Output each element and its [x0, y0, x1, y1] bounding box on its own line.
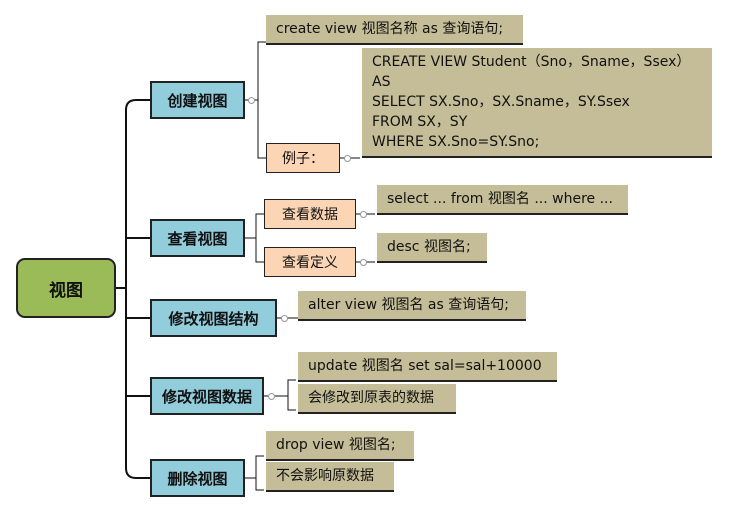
create-example-code: CREATE VIEW Student（Sno，Sname，Ssex） AS S… — [362, 48, 712, 158]
create-syntax-text: create view 视图名称 as 查询语句; — [276, 21, 504, 37]
root-label: 视图 — [49, 280, 83, 301]
update-warning-note: 会修改到原表的数据 — [298, 384, 456, 414]
view-data-syntax-note: select ... from 视图名 ... where ... — [377, 185, 628, 215]
branch-update-view[interactable]: 修改视图数据 — [150, 377, 264, 415]
view-def-label-text: 查看定义 — [282, 255, 338, 271]
create-example-line: CREATE VIEW Student（Sno，Sname，Ssex） — [372, 54, 691, 70]
view-def-label[interactable]: 查看定义 — [264, 247, 356, 277]
collapse-toggle[interactable] — [344, 155, 351, 162]
branch-drop-view[interactable]: 删除视图 — [150, 459, 245, 497]
root-node[interactable]: 视图 — [16, 258, 116, 318]
create-syntax-note: create view 视图名称 as 查询语句; — [266, 15, 523, 45]
collapse-toggle[interactable] — [268, 393, 275, 400]
alter-syntax-text: alter view 视图名 as 查询语句; — [308, 297, 509, 313]
branch-view-view[interactable]: 查看视图 — [150, 219, 245, 257]
update-warning-text: 会修改到原表的数据 — [308, 390, 434, 406]
branch-view-view-label: 查看视图 — [167, 229, 228, 248]
branch-update-view-label: 修改视图数据 — [161, 387, 252, 406]
create-example-line: WHERE SX.Sno=SY.Sno; — [372, 134, 540, 150]
create-example-line: FROM SX，SY — [372, 114, 468, 130]
branch-create-view-label: 创建视图 — [167, 91, 228, 110]
view-data-label-text: 查看数据 — [282, 207, 338, 223]
collapse-toggle[interactable] — [360, 259, 367, 266]
alter-syntax-note: alter view 视图名 as 查询语句; — [298, 291, 526, 321]
create-example-label-text: 例子： — [282, 151, 324, 167]
create-example-line: SELECT SX.Sno，SX.Sname，SY.Ssex — [372, 94, 630, 110]
branch-drop-view-label: 删除视图 — [167, 469, 228, 488]
drop-info-note: 不会影响原数据 — [266, 462, 394, 492]
branch-create-view[interactable]: 创建视图 — [150, 81, 245, 119]
update-syntax-text: update 视图名 set sal=sal+10000 — [308, 358, 542, 374]
create-example-label[interactable]: 例子： — [266, 143, 340, 173]
branch-alter-view-label: 修改视图结构 — [168, 309, 259, 328]
update-syntax-note: update 视图名 set sal=sal+10000 — [298, 352, 557, 382]
view-data-syntax-text: select ... from 视图名 ... where ... — [387, 191, 613, 207]
drop-syntax-text: drop view 视图名; — [276, 437, 396, 453]
create-example-line: AS — [372, 74, 391, 90]
drop-info-text: 不会影响原数据 — [276, 468, 374, 484]
collapse-toggle[interactable] — [281, 315, 288, 322]
branch-alter-view[interactable]: 修改视图结构 — [150, 299, 277, 337]
collapse-toggle[interactable] — [360, 211, 367, 218]
view-def-syntax-note: desc 视图名; — [377, 233, 487, 263]
view-data-label[interactable]: 查看数据 — [264, 199, 356, 229]
view-def-syntax-text: desc 视图名; — [387, 239, 471, 255]
drop-syntax-note: drop view 视图名; — [266, 431, 414, 461]
collapse-toggle[interactable] — [248, 97, 255, 104]
